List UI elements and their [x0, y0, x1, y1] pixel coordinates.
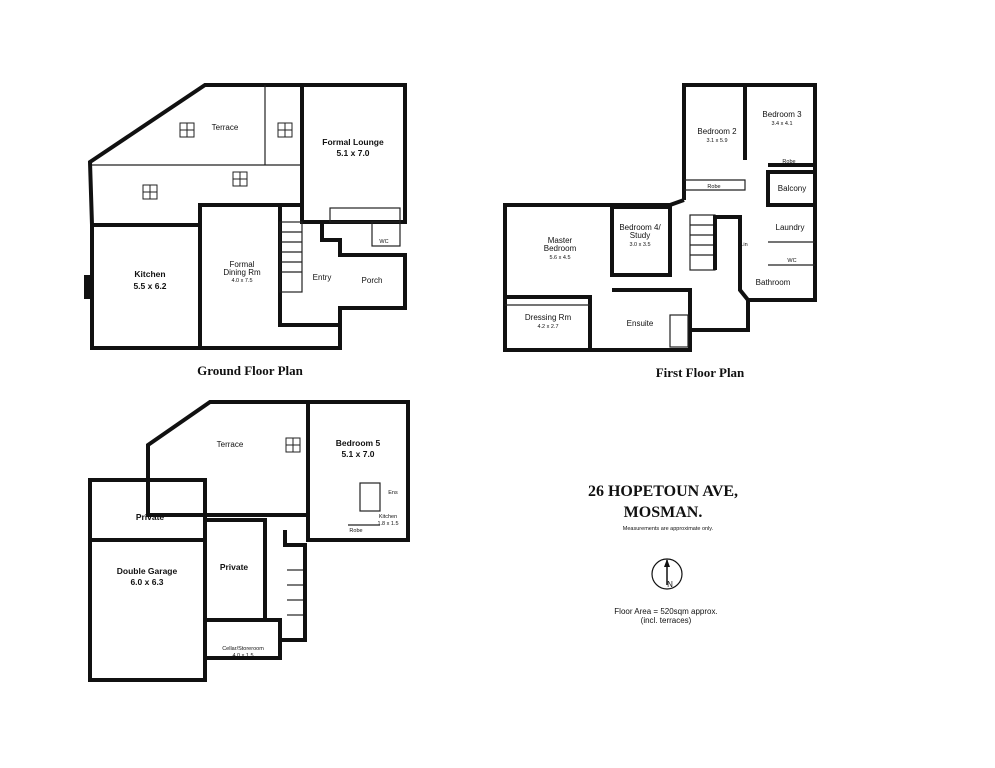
- room-label-lower-kitchen: Kitchen: [379, 514, 397, 520]
- room-size-bedroom2: 3.1 x 5.9: [706, 138, 727, 144]
- room-size-dressing: 4.2 x 2.7: [537, 324, 558, 330]
- room-label-balcony: Balcony: [778, 184, 806, 193]
- lower-terrace-outline: [146, 400, 310, 517]
- room-label-garage: Double Garage: [117, 566, 178, 576]
- room-label-lin: Lin: [740, 242, 747, 248]
- room-label-private2: Private: [220, 562, 249, 572]
- first-floor-plan: Bedroom 2 3.1 x 5.9 Bedroom 3 3.4 x 4.1 …: [503, 83, 817, 380]
- balcony-outline: [766, 170, 817, 207]
- room-label-study: Study: [630, 231, 650, 240]
- room-label-bedroom5: Bedroom 5: [336, 438, 381, 448]
- room-size-bedroom3: 3.4 x 4.1: [771, 121, 792, 127]
- lower-floor-plan: Terrace Bedroom 5 5.1 x 7.0 Ens Kitchen …: [88, 400, 410, 682]
- room-size-formal-lounge: 5.1 x 7.0: [336, 148, 369, 158]
- room-label-dining: Formal: [230, 260, 255, 269]
- room-size-dining: 4.0 x 7.5: [231, 278, 252, 284]
- robe-label-bedroom5: Robe: [349, 528, 362, 534]
- north-arrow-icon: N: [651, 558, 683, 590]
- skylight-icon: [285, 437, 301, 453]
- bedroom5-outline: [306, 400, 410, 542]
- room-label-bedroom4: Bedroom 4/: [619, 223, 661, 232]
- room-label-formal-lounge: Formal Lounge: [322, 137, 384, 147]
- disclaimer: Measurements are approximate only.: [623, 526, 714, 532]
- address-line1: 26 HOPETOUN AVE,: [588, 483, 738, 500]
- svg-text:N: N: [667, 580, 673, 589]
- room-label-private1: Private: [136, 512, 165, 522]
- room-label-lower-terrace: Terrace: [217, 440, 244, 449]
- robe-label-bedroom3: Robe: [782, 159, 795, 165]
- room-size-bedroom4: 3.0 x 3.5: [629, 242, 650, 248]
- room-label-ensuite: Ensuite: [627, 319, 654, 328]
- bedroom4-outline: [610, 205, 672, 277]
- room-label-bedroom3: Bedroom 3: [762, 110, 802, 119]
- floor-area-note: (incl. terraces): [641, 616, 692, 625]
- room-label-master-2: Bedroom: [544, 244, 577, 253]
- room-size-bedroom5: 5.1 x 7.0: [341, 449, 374, 459]
- room-size-garage: 6.0 x 6.3: [130, 577, 163, 587]
- room-label-cellar: Cellar/Storeroom: [222, 646, 264, 652]
- room-label-terrace: Terrace: [212, 123, 239, 132]
- ground-floor-caption: Ground Floor Plan: [197, 363, 303, 378]
- room-label-wc: WC: [379, 239, 388, 245]
- floor-area: Floor Area = 520sqm approx.: [614, 607, 717, 616]
- room-label-porch: Porch: [362, 276, 383, 285]
- room-size-master: 5.6 x 4.5: [549, 255, 570, 261]
- room-label-entry: Entry: [313, 273, 332, 282]
- room-size-cellar: 4.0 x 1.5: [232, 653, 253, 659]
- property-info: 26 HOPETOUN AVE, MOSMAN. Measurements ar…: [588, 483, 738, 625]
- room-label-master: Master: [548, 236, 573, 245]
- room-label-bedroom2: Bedroom 2: [697, 127, 737, 136]
- room-label-wc-first: WC: [787, 258, 796, 264]
- ground-floor-plan: Terrace Formal Lounge 5.1 x 7.0 WC Kitch…: [84, 83, 407, 378]
- room-label-kitchen: Kitchen: [134, 269, 165, 279]
- robe-label-bedroom2: Robe: [707, 184, 720, 190]
- skylight-icon: [142, 122, 293, 200]
- address-line2: MOSMAN.: [624, 504, 703, 521]
- room-label-dining-2: Dining Rm: [223, 268, 261, 277]
- room-label-ens: Ens: [388, 490, 398, 496]
- room-label-bathroom: Bathroom: [756, 278, 791, 287]
- room-size-kitchen: 5.5 x 6.2: [133, 281, 166, 291]
- first-floor-caption: First Floor Plan: [656, 365, 745, 380]
- room-label-laundry: Laundry: [776, 223, 805, 232]
- room-size-lower-kitchen: 1.8 x 1.5: [377, 521, 398, 527]
- room-label-dressing: Dressing Rm: [525, 313, 572, 322]
- garage-outline: [88, 478, 207, 682]
